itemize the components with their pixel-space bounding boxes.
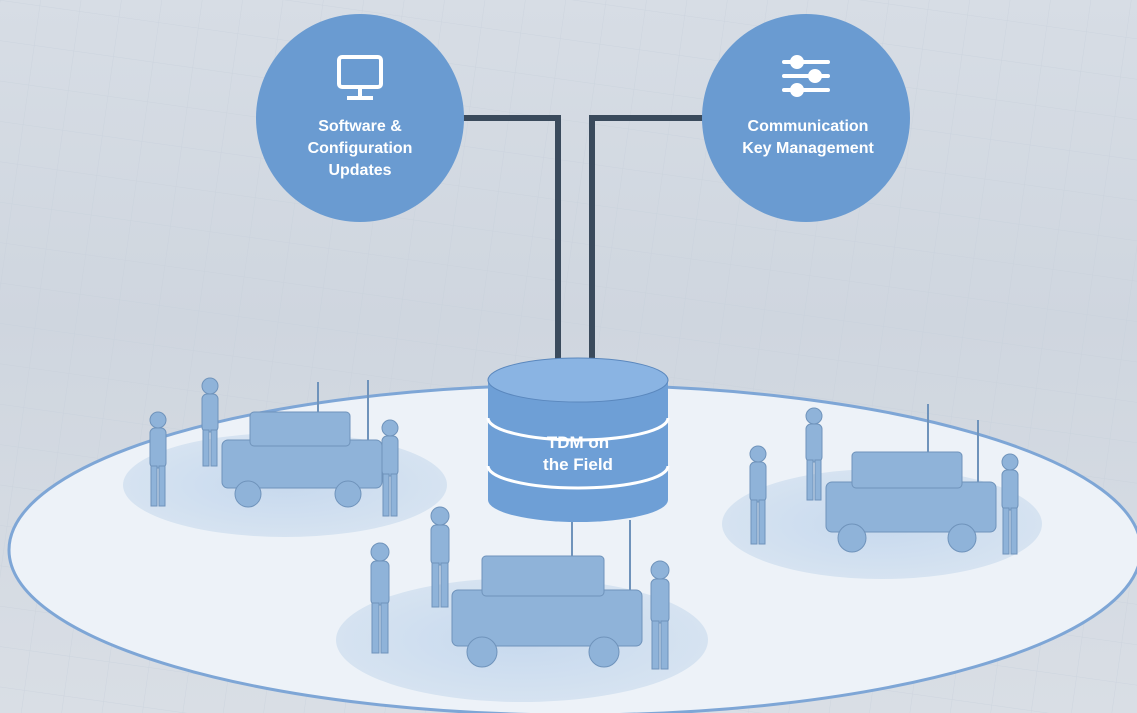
soldier-icon [749,445,767,545]
field-unit-left [149,377,399,517]
soldier-icon [201,377,219,467]
field-unit-center [370,500,670,670]
field-unit-right [749,404,1019,555]
node-key-management [702,14,910,222]
connector-keymgmt-to-tdm [589,115,703,360]
node-label-software-updates: Software & Configuration Updates [307,118,413,179]
soldier-icon [370,542,390,654]
node-software-updates [256,14,464,222]
soldier-icon [650,560,670,670]
soldier-icon [430,506,450,608]
database-icon [486,357,670,522]
vehicle-icon [221,380,383,508]
sliders-icon [782,55,830,97]
soldier-icon [1001,453,1019,555]
database-ring-1 [486,417,670,442]
vehicle-icon [451,500,643,668]
monitor-icon [337,55,383,100]
soldier-icon [149,411,167,507]
database-ring-2 [486,465,670,490]
connector-software-to-tdm [462,115,561,360]
node-label-key-management: Communication Key Management [742,118,874,157]
soldier-icon [805,407,823,501]
vehicle-icon [825,404,997,553]
database-top [487,357,669,403]
node-label-tdm: TDM on the Field [543,433,613,474]
connector-lines [462,115,703,360]
soldier-icon [381,419,399,517]
